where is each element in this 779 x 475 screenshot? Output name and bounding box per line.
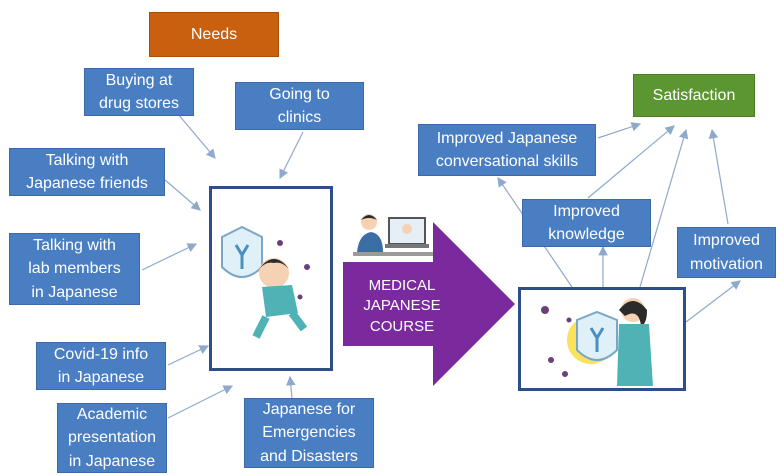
- arrow-covid: [167, 345, 210, 366]
- online-learner-icon: [353, 214, 433, 256]
- outcome-motivation: Improved motivation: [677, 227, 776, 278]
- medical-japanese-course-arrow: [343, 222, 515, 386]
- arrow-emergencies: [286, 375, 296, 399]
- person-illustration-frame: [209, 186, 333, 371]
- arrow-drug-stores: [177, 113, 216, 159]
- arrow-academic: [167, 385, 234, 419]
- need-drug-stores: Buying at drug stores: [84, 68, 194, 116]
- need-emergencies: Japanese for Emergencies and Disasters: [244, 398, 374, 468]
- arrow-conversational-sat: [597, 122, 642, 139]
- need-clinics: Going to clinics: [235, 82, 364, 130]
- outcome-conversational: Improved Japanese conversational skills: [418, 124, 596, 176]
- needs-header: Needs: [149, 12, 279, 57]
- arrow-friends: [164, 179, 201, 211]
- arrow-clinics: [279, 131, 304, 180]
- need-lab-members: Talking with lab members in Japanese: [9, 233, 140, 305]
- arrow-to-motivation: [685, 280, 741, 323]
- arrow-frame-sat: [639, 128, 689, 288]
- need-academic: Academic presentation in Japanese: [57, 403, 167, 473]
- protected-person-frame: [518, 287, 686, 391]
- arrow-knowledge-sat: [587, 125, 675, 199]
- arrow-motivation-sat: [708, 128, 729, 225]
- course-label: MEDICAL JAPANESE COURSE: [363, 277, 441, 335]
- outcome-knowledge: Improved knowledge: [522, 199, 651, 247]
- protected-person-image: [541, 298, 653, 386]
- satisfaction-header: Satisfaction: [633, 74, 755, 117]
- need-friends: Talking with Japanese friends: [9, 148, 165, 196]
- sick-person-shield-image: [221, 225, 310, 339]
- need-covid: Covid-19 info in Japanese: [36, 342, 166, 390]
- arrow-lab-members: [141, 243, 198, 271]
